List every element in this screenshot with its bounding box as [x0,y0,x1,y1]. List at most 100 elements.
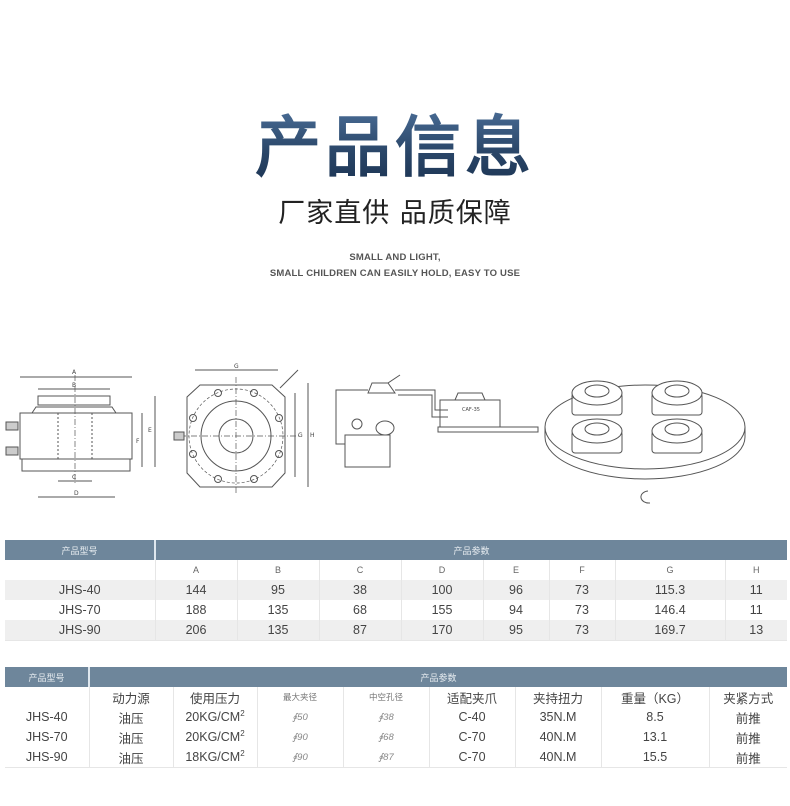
max-clamp-cell: ∮90 [257,727,344,747]
value-cell: 206 [155,620,238,641]
pressure-cell: 20KG/CM2 [173,707,258,727]
model-cell: JHS-90 [5,747,90,768]
max-clamp-cell: ∮90 [257,747,344,768]
clamp-mode-cell: 前推 [709,747,788,768]
product-diagrams: A B C D E F G G H [5,363,746,504]
value-cell: 13 [725,620,788,641]
value-cell: 38 [319,580,402,600]
pressure-exponent: 2 [240,749,245,759]
jaw-cell: C-70 [429,747,516,768]
svg-text:A: A [72,369,77,376]
table-row: JHS-70 油压 20KG/CM2 ∮90 ∮68 C-70 40N.M 13… [5,727,788,747]
bore-cell: ∮38 [343,707,430,727]
value-cell: 73 [549,580,616,600]
table-row: JHS-40 144 95 38 100 96 73 115.3 11 [5,580,788,600]
page-title: 产品信息 [0,108,790,188]
col-power-source: 动力源 [89,687,174,707]
col-g: G [615,560,726,580]
rotation-arrow-icon [640,490,651,504]
col-c: C [319,560,402,580]
value-cell: 95 [237,580,320,600]
table-row: JHS-40 油压 20KG/CM2 ∮50 ∮38 C-40 35N.M 8.… [5,707,788,727]
max-clamp-cell: ∮50 [257,707,344,727]
pressure-value: 18KG/CM [185,750,241,765]
pressure-exponent: 2 [240,729,245,739]
col-pressure: 使用压力 [173,687,258,707]
power-cell: 油压 [89,727,174,747]
params-header: 产品参数 [89,667,788,687]
value-cell: 73 [549,620,616,641]
pressure-value: 20KG/CM [185,730,241,745]
col-clamp-mode: 夹紧方式 [709,687,788,707]
model-header: 产品型号 [5,667,90,687]
value-cell: 135 [237,620,320,641]
value-cell: 146.4 [615,600,726,620]
tagline-line-2: SMALL CHILDREN CAN EASILY HOLD, EASY TO … [269,268,521,279]
page-subtitle: 厂家直供 品质保障 [278,198,512,229]
power-cell: 油压 [89,747,174,768]
col-h: H [725,560,788,580]
value-cell: 96 [483,580,550,600]
svg-text:F: F [136,438,140,445]
value-cell: 95 [483,620,550,641]
value-cell: 11 [725,600,788,620]
pressure-value: 20KG/CM [185,710,241,725]
power-cell: 油压 [89,707,174,727]
four-chuck-rotary-table-drawing [544,380,746,504]
value-cell: 100 [401,580,484,600]
col-weight: 重量（KG） [601,687,710,707]
tagline-line-1: SMALL AND LIGHT, [349,252,441,263]
col-max-clamp-diameter: 最大夹径 [257,687,344,707]
weight-cell: 13.1 [601,727,710,747]
side-view-drawing: A B C D E F [5,369,156,498]
col-bore-diameter: 中空孔径 [343,687,430,707]
value-cell: 11 [725,580,788,600]
clamp-mode-cell: 前推 [709,707,788,727]
pressure-cell: 20KG/CM2 [173,727,258,747]
table-header-row: 产品型号 产品参数 [5,667,788,687]
value-cell: 73 [549,600,616,620]
model-cell: JHS-70 [5,727,90,747]
torque-cell: 40N.M [515,747,602,768]
params-header: 产品参数 [155,540,788,560]
svg-text:H: H [310,432,315,439]
value-cell: 170 [401,620,484,641]
hydraulic-system-drawing: CAF-35 [335,374,539,468]
model-header: 产品型号 [5,540,156,560]
value-cell: 94 [483,600,550,620]
weight-cell: 8.5 [601,707,710,727]
value-cell: 169.7 [615,620,726,641]
value-cell: 68 [319,600,402,620]
model-cell: JHS-40 [5,707,90,727]
model-cell: JHS-40 [5,580,156,600]
col-b: B [237,560,320,580]
specifications-table: 产品型号 产品参数 动力源 使用压力 最大夹径 中空孔径 适配夹爪 夹持扭力 重… [5,667,788,768]
value-cell: 155 [401,600,484,620]
clamp-mode-cell: 前推 [709,727,788,747]
value-cell: 144 [155,580,238,600]
table-row: JHS-70 188 135 68 155 94 73 146.4 11 [5,600,788,620]
col-a: A [155,560,238,580]
column-header-row: 动力源 使用压力 最大夹径 中空孔径 适配夹爪 夹持扭力 重量（KG） 夹紧方式 [5,687,788,707]
torque-cell: 35N.M [515,707,602,727]
value-cell: 135 [237,600,320,620]
svg-text:CAF-35: CAF-35 [462,407,480,413]
svg-text:G: G [234,363,239,370]
jaw-cell: C-40 [429,707,516,727]
bore-cell: ∮68 [343,727,430,747]
col-torque: 夹持扭力 [515,687,602,707]
pressure-exponent: 2 [240,709,245,719]
torque-cell: 40N.M [515,727,602,747]
value-cell: 115.3 [615,580,726,600]
bore-cell: ∮87 [343,747,430,768]
value-cell: 87 [319,620,402,641]
col-f: F [549,560,616,580]
pressure-cell: 18KG/CM2 [173,747,258,768]
svg-text:D: D [74,490,79,497]
column-header-row: A B C D E F G H [5,560,788,580]
svg-text:B: B [72,382,76,389]
value-cell: 188 [155,600,238,620]
col-jaw: 适配夹爪 [429,687,516,707]
table-row: JHS-90 油压 18KG/CM2 ∮90 ∮87 C-70 40N.M 15… [5,747,788,768]
svg-text:E: E [148,427,152,434]
